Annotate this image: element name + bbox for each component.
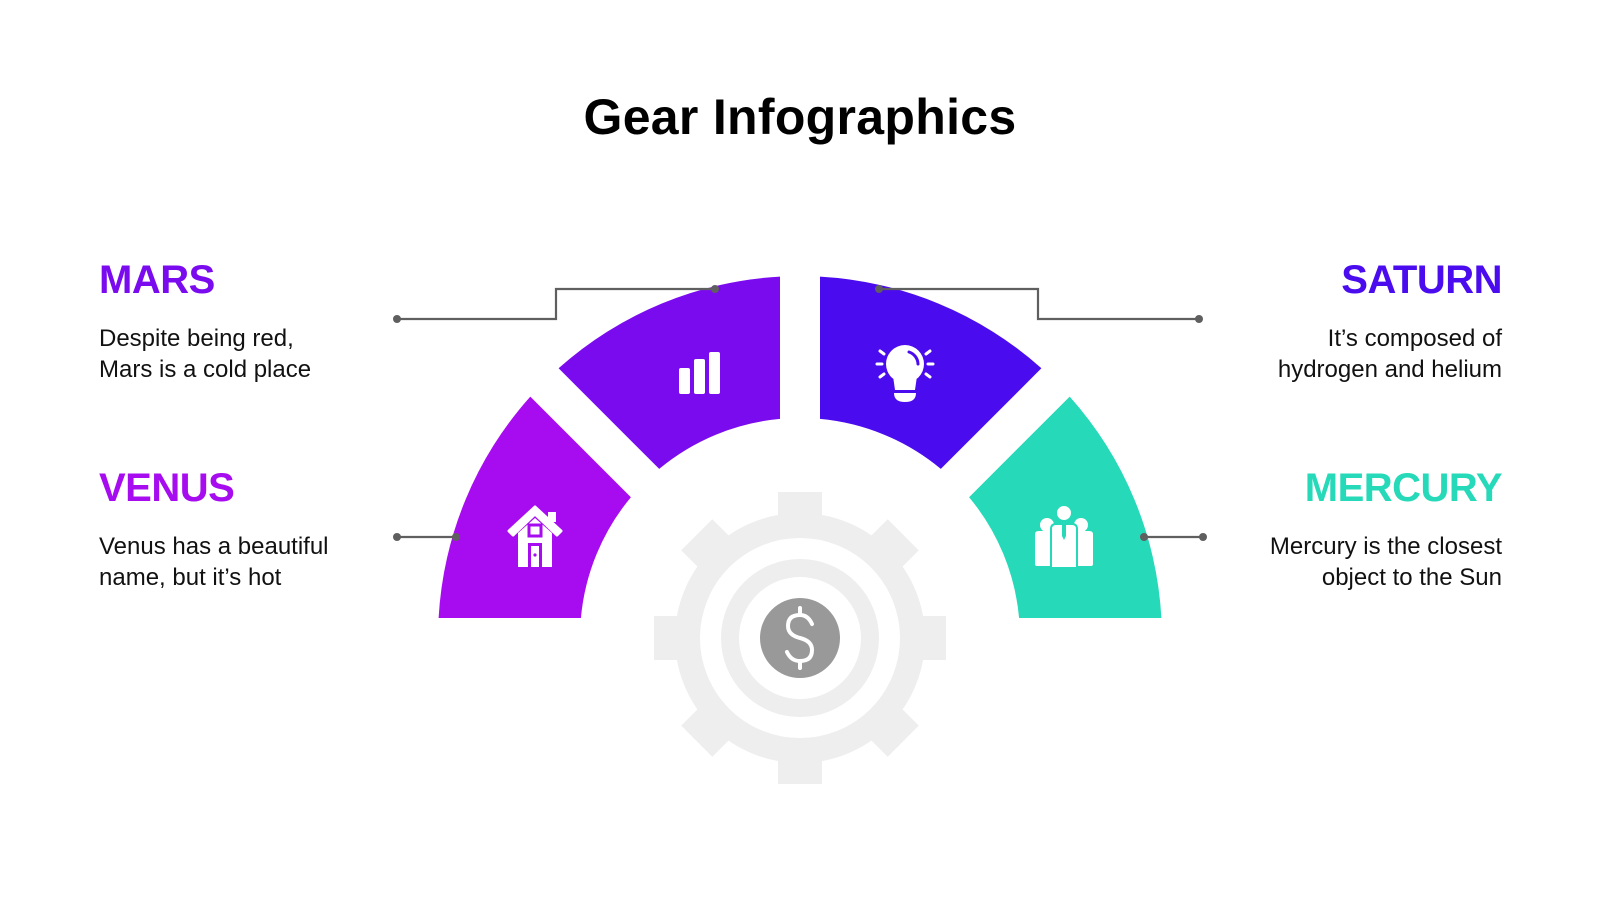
mars-segment[interactable] [558,276,780,469]
saturn-connector [879,287,1199,321]
mars-heading: MARS [99,258,215,302]
house-icon [507,505,563,567]
connector-dot [1199,533,1207,541]
lightbulb-icon [875,345,935,402]
mercury-heading: MERCURY [1304,466,1503,510]
bar-chart-icon [679,352,720,394]
connector-dot [1195,315,1203,323]
connector-dot [452,533,460,541]
team-icon [1035,504,1093,569]
page-title: Gear Infographics [583,89,1017,145]
mars-block: MARS Despite being red, Mars is a cold p… [99,258,399,385]
mars-description: Despite being red, Mars is a cold place [99,325,312,383]
gear-icon [654,492,946,784]
mercury-block: MERCURY Mercury is the closest object to… [1202,466,1503,593]
venus-description: Venus has a beautiful name, but it’s hot [99,533,329,591]
saturn-segment[interactable] [820,276,1042,469]
connector-dot [393,315,401,323]
saturn-description: It’s composed of hydrogen and helium [1277,325,1502,383]
connector-dot [711,285,719,293]
mercury-description: Mercury is the closest object to the Sun [1269,533,1502,591]
connector-dot [393,533,401,541]
dollar-icon [760,598,840,678]
connector-dot [875,285,883,293]
saturn-block: SATURN It’s composed of hydrogen and hel… [1202,258,1503,385]
saturn-heading: SATURN [1341,258,1502,302]
connector-dot [1140,533,1148,541]
venus-heading: VENUS [99,466,235,510]
mars-connector [397,287,715,321]
venus-block: VENUS Venus has a beautiful name, but it… [99,466,399,593]
